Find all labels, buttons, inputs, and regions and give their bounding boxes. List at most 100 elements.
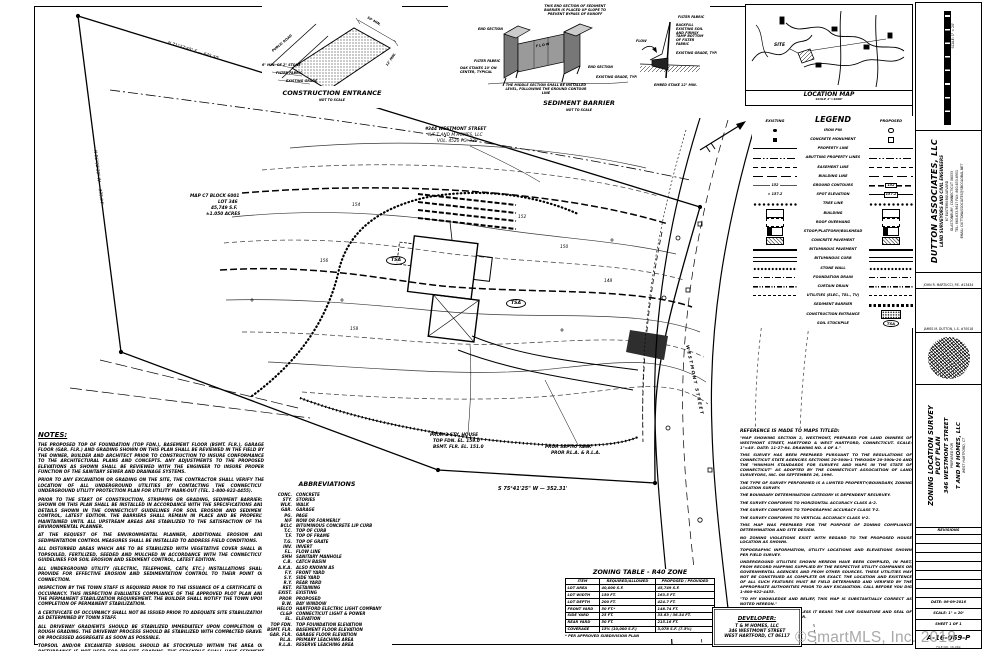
site-label: SITE (774, 43, 786, 48)
abbreviation-key: R.Y. (283, 580, 292, 586)
zoning-table-row: FRONT YARD 50 FT.* 148.74 FT. (566, 605, 714, 613)
abbreviation-key: F.Y. (284, 569, 292, 575)
legend-proposed-symbol (869, 291, 913, 301)
abbreviation-key: C.B. (282, 559, 292, 565)
reference-paragraph: THIS SURVEY HAS BEEN PREPARED PURSUANT T… (740, 452, 912, 478)
firm-address-2: GLASTONBURY, CONNECTICUT 06033 (950, 170, 955, 232)
legend-proposed-symbol (869, 273, 913, 283)
legend-proposed-symbol (869, 255, 913, 264)
graphic-scale-label: SCALE: 1" = 20' (951, 23, 955, 49)
abbreviation-meaning: PROPOSED (296, 595, 321, 601)
legend-item-label: STOOP/PLATFORM/BULKHEAD (803, 228, 863, 233)
existing-grade-label-2: EXISTING GRADE, TYP. (676, 51, 718, 55)
abbreviation-key: B.W. (281, 600, 292, 606)
abbreviation-key: P.L.A. (279, 637, 292, 643)
legend-existing-symbol (753, 144, 797, 154)
abbreviation-key: T.F. (285, 533, 292, 539)
legend-row: ABUTTING PROPERTY LINES (752, 153, 914, 163)
legend-row: BUILDING LINE (752, 172, 914, 182)
legend-row: BUILDING (752, 209, 914, 218)
reference-paragraph: "TO MY KNOWLEDGE AND BELIEF, THIS MAP IS… (740, 596, 912, 607)
legend-row: PROPERTY LINE (752, 144, 914, 154)
legend-existing-symbol (753, 172, 797, 182)
legend-existing-symbol (753, 291, 797, 301)
construction-entrance-title: CONSTRUCTION ENTRANCE (282, 89, 382, 97)
abbreviation-meaning: STORIES (296, 497, 316, 503)
legend-item-label: CONSTRUCTION ENTRANCE (806, 311, 860, 316)
legend-proposed-symbol (869, 209, 913, 218)
legend-row: BITUMINOUS PAVEMENT (752, 245, 914, 255)
reference-paragraph: THE TYPE OF SURVEY PERFORMED IS A LIMITE… (740, 479, 912, 490)
legend-row: STONE WALL (752, 263, 914, 273)
reference-paragraph: THE SURVEY CONFORMS TO VERTICAL ACCURACY… (740, 514, 870, 520)
note-paragraph: PRIOR TO THE START OF CONSTRUCTION, STRI… (38, 496, 264, 530)
construction-entrance-detail: PUBLIC ROAD 50' MIN. 6" MIN. OF 2" STONE… (262, 6, 402, 108)
legend-row: × 157.2 SPOT ELEVATION 157.2 (752, 190, 914, 200)
abbreviation-row: T.F. TOP OF FRAME (262, 533, 392, 538)
legend-proposed-symbol (869, 236, 913, 245)
legend-item-label: GROUND CONTOURS (812, 182, 854, 187)
legend-header: EXISTING LEGEND PROPOSED (752, 116, 914, 124)
zoning-table-header: ITEM REQUIRED/ALLOWED PROPOSED / PROVIDE… (566, 578, 714, 586)
zoning-cell-required: 50 FT. (600, 619, 656, 627)
abbreviation-key: EL. (285, 616, 292, 622)
abbreviation-meaning: ALSO KNOWN AS (296, 564, 335, 570)
abbreviation-key: R.L.A. (278, 642, 292, 648)
abbreviation-meaning: REAR YARD (296, 580, 322, 586)
legend-proposed-symbol: TSA (869, 319, 913, 328)
zoning-cell-item: LOT DEPTH (566, 599, 600, 606)
legend-existing-symbol (753, 310, 797, 319)
abbreviation-meaning: CONNECTICUT LIGHT & POWER (296, 611, 366, 617)
scale-bar-section: SCALE: 1" = 20' (916, 3, 981, 131)
file-number: FILE NO. 16-069 (936, 645, 961, 649)
embed-stake-label: EMBED STAKE 12" MIN. (654, 83, 698, 87)
abbreviation-row: F.Y. FRONT YARD (262, 570, 392, 575)
zoning-cell-item: REAR YARD (566, 619, 600, 627)
zoning-cell-proposed: 215.16 FT. (656, 620, 714, 627)
abbreviation-row: EXIST. EXISTING (262, 590, 392, 595)
revision-row (916, 580, 981, 589)
revisions-section: REVISIONS (916, 528, 981, 598)
abbreviation-row: B.W. BAY WINDOW (262, 601, 392, 606)
legend-item-label: IRON PIN (824, 127, 842, 132)
zoning-cell-item: SIDE YARD (566, 612, 600, 620)
legend-proposed-symbol (869, 162, 913, 172)
legend-row: 152 GROUND CONTOURS 152 (752, 181, 914, 191)
licensee-1: JOHN R. MARTUCCI, P.E. #13434 (923, 282, 974, 287)
reference-paragraph: UNDERGROUND UTILITIES SHOWN HEREON HAVE … (740, 559, 912, 594)
abbreviation-row: N/F NOW OR FORMERLY (262, 518, 392, 523)
abbreviation-key: WLK. (280, 502, 292, 508)
legend-proposed-symbol (869, 135, 913, 144)
legend-existing-symbol (753, 301, 797, 310)
zoning-cell-item: COVERAGE (566, 626, 600, 633)
location-map-title: LOCATION MAP (803, 91, 855, 98)
abbreviation-meaning: RESERVE LEACHING AREA (296, 642, 354, 648)
abbreviation-row: GAR. GARAGE (262, 507, 392, 512)
abbreviation-meaning: PRIMARY LEACHING AREA (296, 637, 354, 643)
seal-section (916, 333, 981, 385)
zoning-table-row: LOT WIDTH 150 FT. 163.5 FT. (566, 592, 714, 600)
stone-label: 6" MIN. OF 2" STONE (262, 63, 301, 67)
abbreviation-key: T.C. (283, 528, 292, 534)
legend-proposed-symbol (869, 172, 913, 182)
legend-existing-symbol (753, 255, 797, 264)
abbreviation-row: BCLC BITUMINOUS CONCRETE LIP CURB (262, 523, 392, 528)
abbreviation-key: STY. (282, 497, 292, 503)
abbreviation-row: C.B. CATCH BASIN (262, 559, 392, 564)
meta-section: DATE: 06-09-2016 SCALE: 1" = 20' SHEET 1… (916, 598, 981, 648)
legend-proposed-symbol (869, 300, 913, 310)
reference-paragraph: THE SURVEY CONFORMS TO TOPOGRAPHIC ACCUR… (740, 507, 880, 513)
legend-row: CURTAIN DRAIN (752, 282, 914, 292)
zoning-cell-item: FRONT YARD (566, 605, 600, 613)
abbreviation-meaning: ELEVATION (296, 616, 321, 622)
abbreviation-key: PG. (284, 512, 292, 518)
reference-paragraph: NO ZONING VIOLATIONS EXIST WITH REGARD T… (740, 534, 912, 545)
legend-existing-symbol (753, 162, 797, 172)
abbreviation-key: TOP FDN. (270, 621, 292, 627)
abbreviation-row: HELCO HARTFORD ELECTRIC LIGHT COMPANY (262, 606, 392, 611)
smartmls-watermark: ©SmartMLS, Inc. 2018 (795, 629, 957, 646)
sediment-barrier-drawing (487, 21, 701, 87)
reference-paragraph: THE SURVEY CONFORMS TO HORIZONTAL ACCURA… (740, 499, 878, 505)
legend-item-label: EASEMENT LINE (817, 164, 849, 169)
